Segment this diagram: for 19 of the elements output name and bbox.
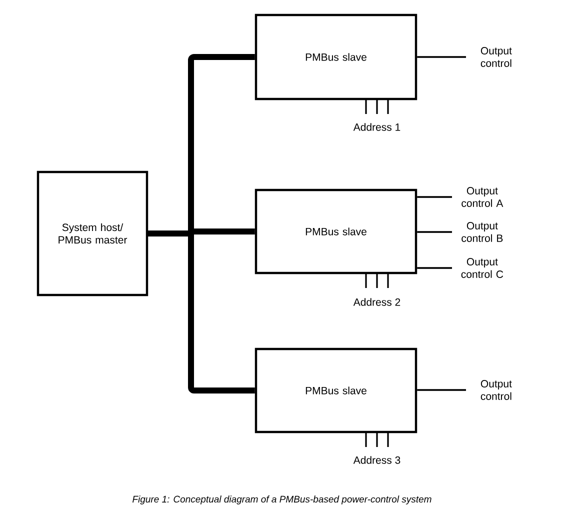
host-box: System host/ PMBus master xyxy=(36,170,148,296)
output-line xyxy=(417,196,452,198)
output-line xyxy=(417,56,466,58)
output-label: Output control A xyxy=(462,187,504,207)
caption: Figure 1: Conceptual diagram of a PMBus-based power-control system xyxy=(132,496,432,504)
address-label: Address 1 xyxy=(353,123,400,131)
output-label: Output control B xyxy=(462,222,503,242)
address-label: Address 2 xyxy=(353,298,400,306)
bus-line xyxy=(148,230,255,394)
address-label: Address 3 xyxy=(353,456,400,464)
output-label: Output control C xyxy=(461,258,504,278)
slave-box: PMBus slave xyxy=(254,14,418,100)
slave-box: PMBus slave xyxy=(254,188,418,274)
output-label: Output control xyxy=(480,380,512,400)
slave-box: PMBus slave xyxy=(254,348,418,434)
output-line xyxy=(417,231,452,233)
output-line xyxy=(417,267,452,269)
output-line xyxy=(417,389,466,391)
output-label: Output control xyxy=(480,47,512,67)
